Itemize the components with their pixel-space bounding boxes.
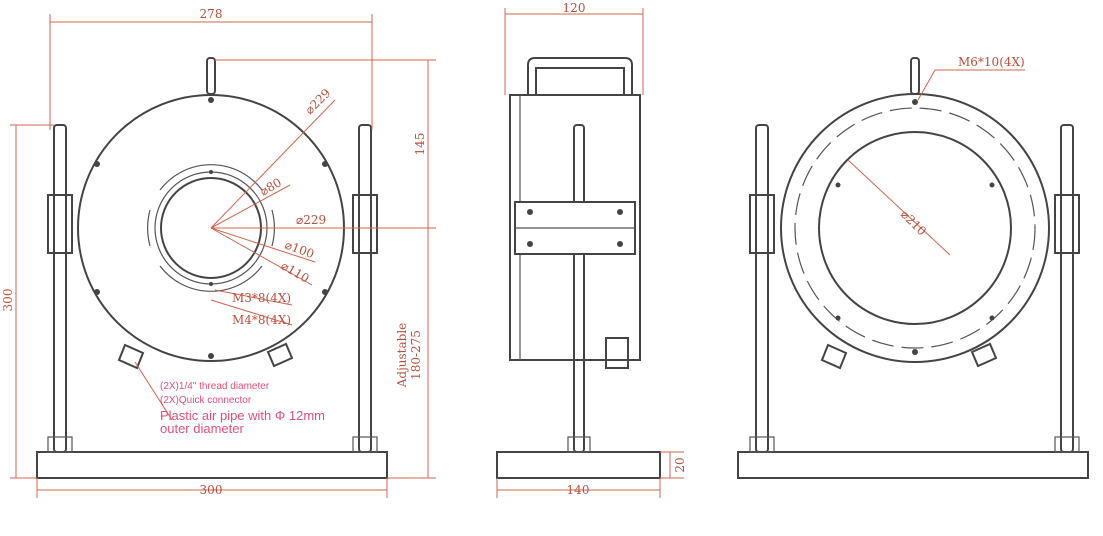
dim-300-base: 300 <box>200 483 223 497</box>
side-post <box>573 124 585 453</box>
back-aperture <box>818 131 1012 325</box>
note-connector: (2X)Quick connector <box>160 395 252 406</box>
dim-adjustable-range: 180-275 <box>409 330 423 380</box>
screw-m3-label: M3*8(4X) <box>232 291 291 305</box>
side-handle <box>527 57 633 95</box>
dim-dia-229-horiz: ⌀229 <box>296 213 326 227</box>
side-base <box>496 451 661 479</box>
dim-145: 145 <box>413 133 427 156</box>
front-right-clamp <box>352 194 378 254</box>
dim-120: 120 <box>563 1 586 15</box>
dim-dia-229-diag: ⌀229 <box>302 86 333 117</box>
front-top-stub <box>206 57 216 95</box>
side-view: 120 140 20 <box>496 1 687 498</box>
note-thread: (2X)1/4" thread diameter <box>160 381 270 392</box>
front-left-clamp <box>47 194 73 254</box>
back-left-post <box>755 124 769 453</box>
front-right-post <box>358 124 372 453</box>
front-view: 278 300 300 145 Adjustable 180-275 ⌀229 … <box>1 7 436 498</box>
dim-20: 20 <box>673 457 687 472</box>
front-quick-connectors <box>117 342 294 370</box>
note-pipe-line2: outer diameter <box>160 421 244 436</box>
back-ring <box>780 93 1050 363</box>
screw-m4-label: M4*8(4X) <box>232 313 291 327</box>
screw-m6-label: M6*10(4X) <box>958 55 1025 69</box>
dim-140: 140 <box>567 483 590 497</box>
back-top-stub <box>910 57 920 95</box>
dim-278: 278 <box>200 7 223 21</box>
front-base <box>36 451 388 479</box>
back-base <box>737 451 1089 479</box>
back-view: ⌀210 M6*10(4X) <box>737 55 1089 479</box>
dim-adjustable-label: Adjustable <box>395 323 409 389</box>
back-right-post <box>1060 124 1074 453</box>
dim-300-height: 300 <box>1 289 15 312</box>
note-pipe-line1: Plastic air pipe with Φ 12mm <box>160 408 325 423</box>
front-left-post <box>53 124 67 453</box>
side-connector <box>605 337 629 369</box>
